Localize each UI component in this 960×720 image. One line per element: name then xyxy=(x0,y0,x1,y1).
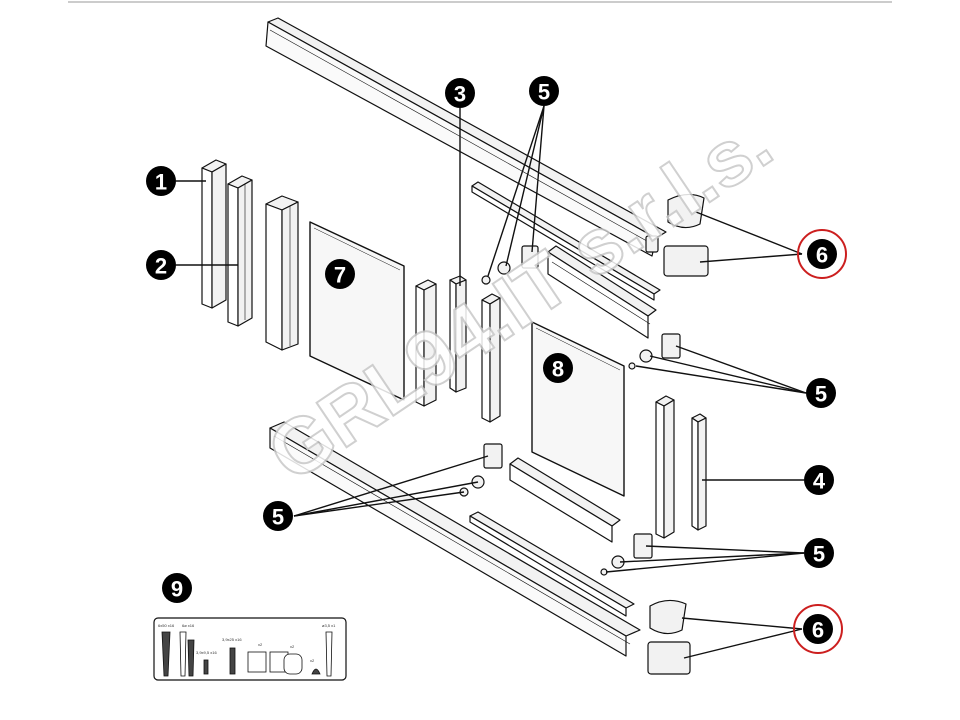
callout-4: 4 xyxy=(804,465,834,495)
right-profile xyxy=(655,395,675,539)
callout-6-top: 6 xyxy=(797,229,847,279)
profile-part-2 xyxy=(227,175,253,327)
vertical-profile-3 xyxy=(449,275,467,393)
callout-1: 1 xyxy=(146,166,176,196)
kit-label-5: x2 xyxy=(258,642,263,647)
profile-part-4 xyxy=(691,413,707,531)
hardware-kit-box: 6x50 x16 6ø x16 3,9x9,5 x16 3,9x25 x16 x… xyxy=(153,617,347,681)
profile-part-1 xyxy=(201,159,227,309)
kit-label-8: ø3,5 x1 xyxy=(322,623,336,628)
lower-track-upper xyxy=(509,457,621,543)
callout-5-left-label: 5 xyxy=(272,505,284,530)
fitting-mid-bracket xyxy=(628,333,681,370)
callout-3-label: 3 xyxy=(454,82,466,107)
upper-track xyxy=(547,245,657,339)
callout-6-top-label: 6 xyxy=(816,243,828,268)
fitting-top-bracket xyxy=(481,245,539,285)
top-rail xyxy=(265,17,667,257)
kit-label-1: 6x50 x16 xyxy=(158,623,175,628)
callout-9: 9 xyxy=(162,573,192,603)
leader-lines xyxy=(176,105,807,659)
callout-5-right-lower-label: 5 xyxy=(813,542,825,567)
callout-2: 2 xyxy=(146,250,176,280)
callout-7-label: 7 xyxy=(334,263,346,288)
glass-panel-8 xyxy=(531,321,625,497)
callout-5-left: 5 xyxy=(263,501,293,531)
kit-label-2: 6ø x16 xyxy=(182,623,195,628)
callouts: 1 2 3 4 5 5 5 5 xyxy=(146,76,847,654)
callout-1-label: 1 xyxy=(155,170,167,195)
vertical-profile-mid xyxy=(481,293,501,423)
callout-8: 8 xyxy=(543,353,573,383)
end-cap-top xyxy=(645,193,709,277)
kit-label-4: 3,9x25 x16 xyxy=(222,637,242,642)
kit-label-3: 3,9x9,5 x16 xyxy=(196,650,217,655)
kit-label-6: x2 xyxy=(290,644,295,649)
callout-5-right-upper-label: 5 xyxy=(815,382,827,407)
callout-8-label: 8 xyxy=(552,357,564,382)
lower-track-lower xyxy=(469,511,635,617)
callout-6-bottom-label: 6 xyxy=(812,618,824,643)
callout-9-label: 9 xyxy=(171,577,183,602)
fitting-low-left-bracket xyxy=(459,443,503,497)
callout-5-top-label: 5 xyxy=(538,80,550,105)
callout-2-label: 2 xyxy=(155,254,167,279)
bottom-rail xyxy=(269,421,641,657)
callout-7: 7 xyxy=(325,259,355,289)
callout-5-top: 5 xyxy=(529,76,559,106)
callout-3: 3 xyxy=(445,78,475,108)
callout-4-label: 4 xyxy=(813,469,826,494)
wall-profile xyxy=(265,195,299,351)
kit-label-7: x2 xyxy=(310,658,315,663)
callout-6-bottom: 6 xyxy=(793,604,843,654)
end-cap-bottom xyxy=(647,599,691,675)
vertical-profile-left xyxy=(415,279,437,407)
callout-5-right-upper: 5 xyxy=(806,378,836,408)
callout-5-right-lower: 5 xyxy=(804,538,834,568)
